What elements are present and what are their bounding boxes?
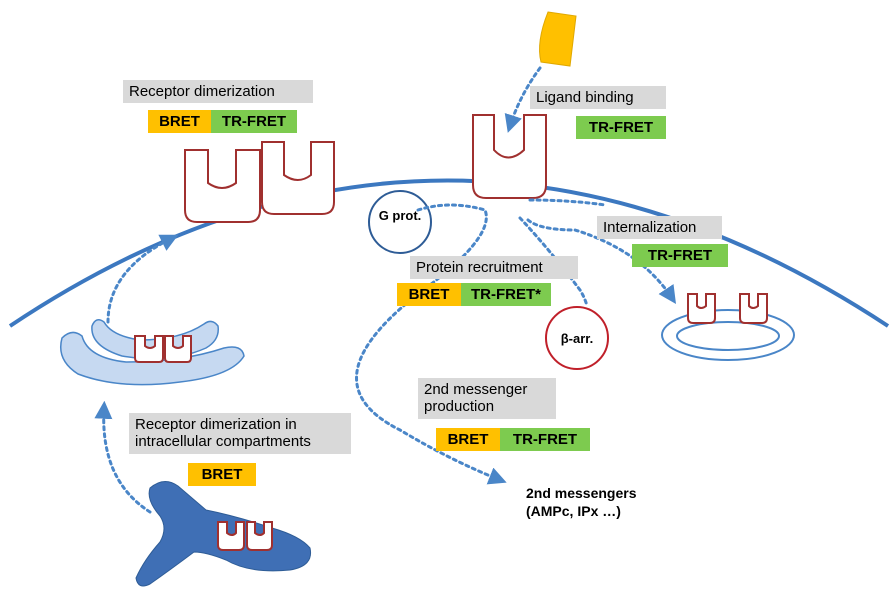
ligand-shape — [539, 11, 577, 67]
protein-recruitment-label: Protein recruitment — [410, 256, 578, 280]
intracellular-dimerization-label: Receptor dimerization in intracellular c… — [129, 413, 351, 454]
receptor-dimer — [184, 141, 335, 223]
ligand-receptor — [472, 114, 547, 199]
arrow-internalization — [526, 218, 676, 304]
beta-arrestin-circle — [545, 306, 609, 370]
protein-recruitment-trfret-tag: TR-FRET* — [461, 283, 551, 307]
receptor-dimerization-label: Receptor dimerization — [123, 80, 313, 104]
second-messenger-trfret-tag: TR-FRET — [500, 428, 590, 452]
second-messenger-bret-tag: BRET — [436, 428, 500, 452]
arrow-ligand-to-receptor — [504, 66, 542, 133]
second-messengers-text: 2nd messengers (AMPc, IPx …) — [526, 484, 637, 520]
signal-arrows — [94, 66, 676, 514]
arrow-golgi-to-membrane — [106, 234, 179, 324]
ligand-binding-trfret-tag: TR-FRET — [576, 116, 666, 140]
g-protein-circle — [368, 190, 432, 254]
g-protein-label: G prot. — [378, 208, 422, 223]
protein-recruitment-bret-tag: BRET — [397, 283, 461, 307]
ligand-binding-label: Ligand binding — [530, 86, 666, 110]
beta-arrestin-label: β-arr. — [560, 331, 594, 346]
second-messengers-line2: (AMPc, IPx …) — [526, 503, 621, 520]
receptor-dimerization-trfret-tag: TR-FRET — [211, 110, 297, 134]
second-messenger-production-label: 2nd messenger production — [418, 378, 556, 419]
arrow-gprot-to-messengers — [355, 203, 507, 485]
er-compartment — [135, 481, 312, 587]
arrow-to-barr — [518, 216, 589, 308]
internalization-label: Internalization — [597, 216, 722, 240]
arrow-to-internalization-2 — [528, 198, 607, 207]
arrow-er-to-golgi — [94, 400, 152, 514]
intracellular-compartment — [60, 319, 245, 386]
cell-membrane — [8, 178, 890, 328]
second-messengers-line1: 2nd messengers — [526, 485, 637, 501]
intracellular-dimerization-bret-tag: BRET — [188, 463, 256, 487]
internalization-trfret-tag: TR-FRET — [632, 244, 728, 268]
receptor-dimerization-bret-tag: BRET — [148, 110, 211, 134]
endosome — [661, 293, 795, 361]
